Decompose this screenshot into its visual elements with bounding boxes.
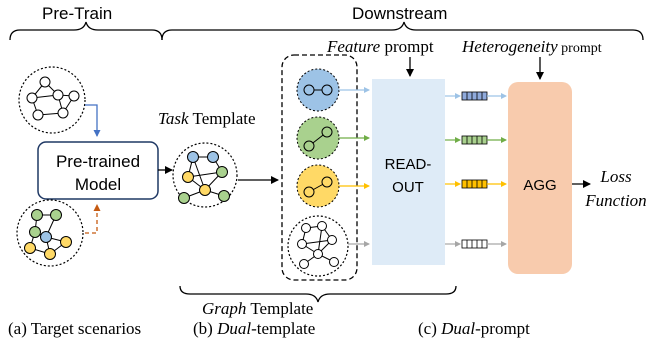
feature-prompt-label: Feature prompt (326, 37, 434, 56)
embedding-gray (461, 239, 488, 249)
task-template-graph (172, 142, 238, 208)
caption-c: (c) Dual-prompt (418, 319, 530, 338)
loss-line1: Loss (599, 167, 632, 186)
graph-template-brace (179, 285, 457, 303)
readout-box (372, 79, 445, 265)
agg-label: AGG (523, 177, 556, 194)
graph-template-green (296, 116, 340, 160)
task-template-label: Task Template (158, 109, 256, 128)
downstream-brace (161, 21, 644, 41)
graph-template-blue (296, 68, 340, 112)
caption-a: (a) Target scenarios (8, 319, 141, 338)
readout-line2: OUT (392, 179, 424, 196)
pretrained-model-line2: Model (75, 175, 121, 194)
graph-template-container (281, 54, 358, 281)
embedding-yellow (461, 179, 488, 189)
target-arrow (85, 204, 101, 234)
pretrain-brace (9, 21, 163, 41)
pretrain-arrow (85, 104, 101, 137)
embedding-green (461, 135, 488, 145)
downstream-header: Downstream (352, 4, 447, 23)
readout-line1: READ- (385, 156, 432, 173)
pretrained-model-line1: Pre-trained (56, 152, 140, 171)
source-graph-bottom (16, 199, 84, 267)
graph-template-full (287, 215, 349, 277)
pretrain-header: Pre-Train (42, 4, 112, 23)
loss-line2: Function (584, 191, 646, 210)
embedding-blue (461, 91, 488, 101)
caption-b: (b) Dual-template (193, 319, 315, 338)
graph-template-label: Graph Template (202, 299, 313, 318)
graph-template-yellow (296, 164, 340, 208)
source-graph-top (18, 66, 86, 134)
agg-box (508, 82, 572, 274)
heterogeneity-prompt-label: Heterogeneity prompt (461, 37, 602, 56)
